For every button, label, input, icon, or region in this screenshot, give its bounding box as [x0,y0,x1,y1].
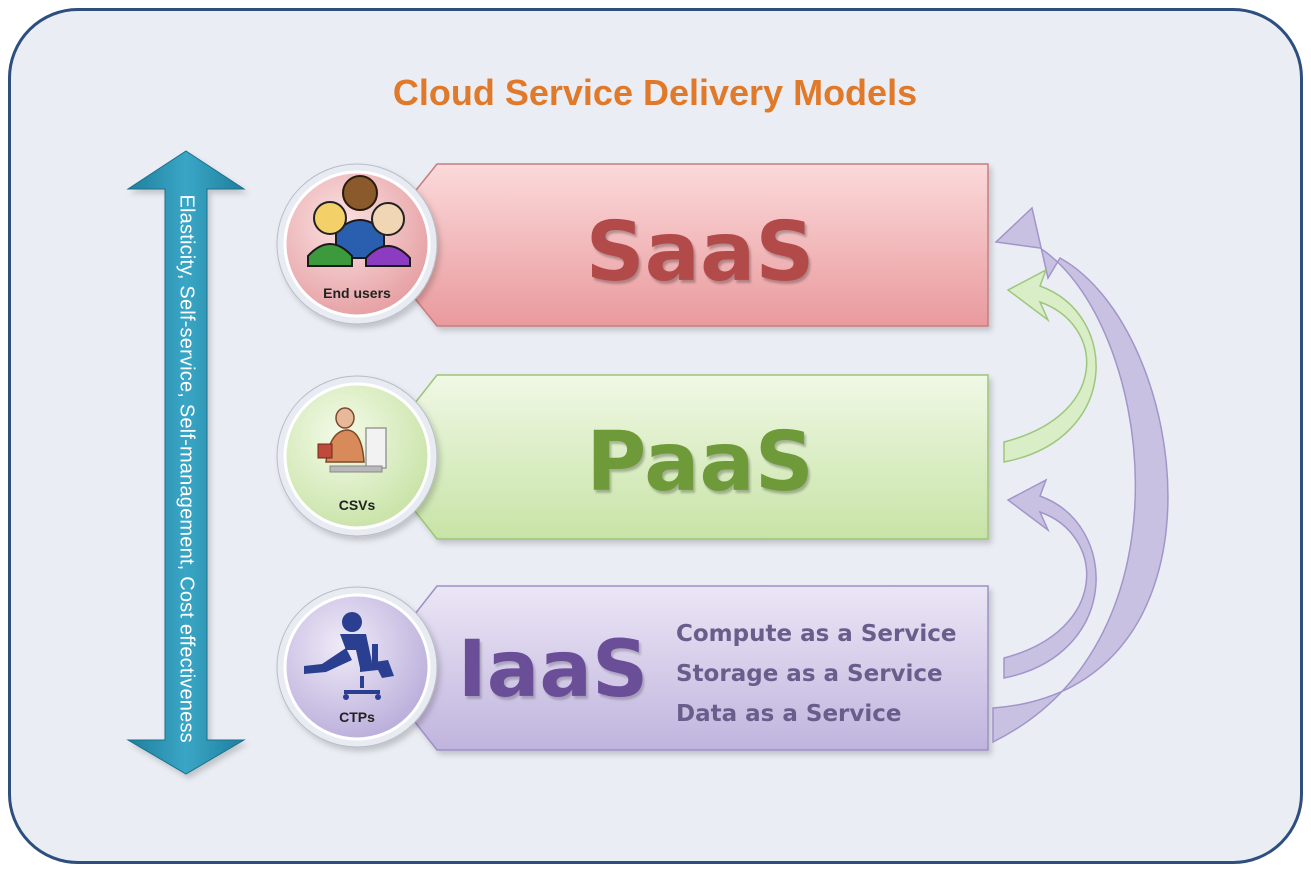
iaas-service-item: Data as a Service [676,701,902,727]
people-group-icon [307,175,411,267]
paas-label: PaaS [586,415,814,510]
audience-label-csvs: CSVs [338,497,376,513]
diagram-title: Cloud Service Delivery Models [392,72,918,113]
iaas-service-item: Storage as a Service [676,661,943,687]
curved-arrow-paas-to-saas [1003,268,1097,463]
curved-arrow-iaas-to-paas [1003,478,1097,679]
double-arrow-icon [126,150,246,775]
audience-label-ctps: CTPs [339,709,375,725]
developer-at-desk-icon [317,407,387,473]
saas-label: SaaS [585,205,815,300]
iaas-services-list: Compute as a Service Storage as a Servic… [676,614,976,734]
audience-label-end-users: End users [323,285,391,301]
iaas-service-item: Compute as a Service [676,621,957,647]
person-in-chair-icon [304,612,394,700]
iaas-label: IaaS [457,625,649,715]
curved-arrow-iaas-to-saas [992,206,1169,744]
side-arrow-label: Elasticity, Self-service, Self-managemen… [175,194,198,743]
badge-iaas [276,586,438,748]
